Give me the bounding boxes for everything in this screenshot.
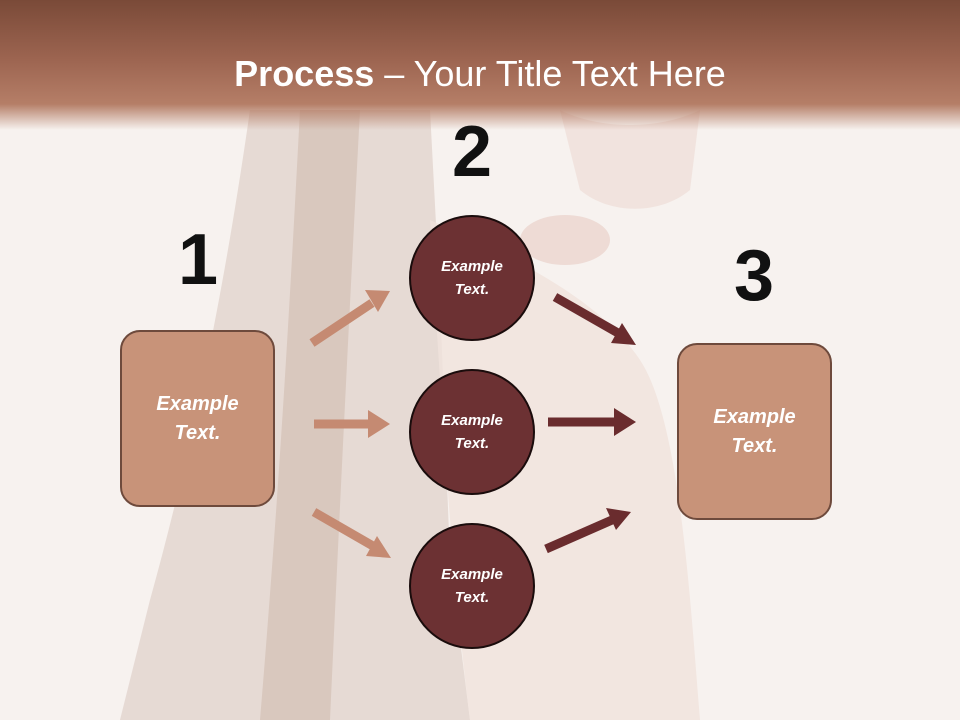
page-title: Process – Your Title Text Here bbox=[0, 52, 960, 96]
step-number-1: 1 bbox=[177, 220, 219, 300]
middle-circle-bottom-text: Example Text. bbox=[441, 566, 503, 606]
middle-circle-bottom[interactable]: Example Text. bbox=[409, 523, 535, 649]
middle-circle-top[interactable]: Example Text. bbox=[409, 215, 535, 341]
title-bold: Process bbox=[234, 53, 375, 94]
step-1-box[interactable]: Example Text. bbox=[120, 330, 275, 507]
step-number-3: 3 bbox=[733, 236, 775, 316]
title-banner bbox=[0, 0, 960, 130]
middle-circle-center[interactable]: Example Text. bbox=[409, 369, 535, 495]
step-3-box[interactable]: Example Text. bbox=[677, 343, 832, 520]
step-1-text: Example Text. bbox=[156, 392, 239, 444]
middle-circle-top-text: Example Text. bbox=[441, 258, 503, 298]
middle-circle-center-text: Example Text. bbox=[441, 412, 503, 452]
title-rest: – Your Title Text Here bbox=[374, 53, 726, 94]
step-3-text: Example Text. bbox=[713, 405, 796, 457]
step-number-2: 2 bbox=[451, 112, 493, 192]
